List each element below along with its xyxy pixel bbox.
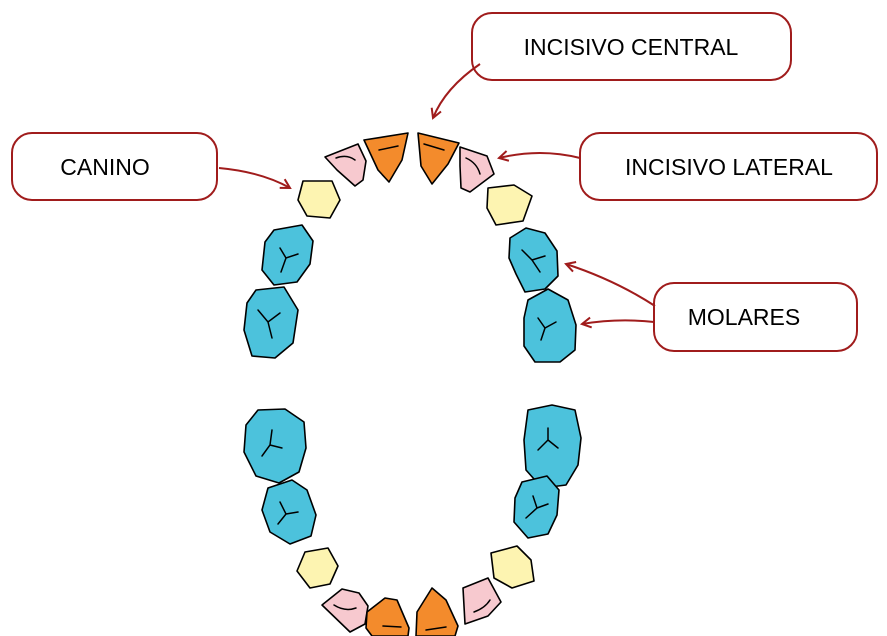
- lower-molar-left-1: [243, 408, 307, 484]
- canine-text: CANINO: [60, 154, 149, 180]
- central-incisor-arrow: [433, 63, 481, 118]
- canine-box: [11, 132, 218, 201]
- lower-canine-right: [490, 545, 535, 589]
- lateral-incisor-arrow: [499, 153, 581, 158]
- molars-arrow-lower: [582, 320, 655, 324]
- upper-lateral-incisor-left: [324, 143, 367, 187]
- molars-arrow-upper: [566, 264, 656, 307]
- label-central-incisor: INCISIVO CENTRAL: [433, 12, 792, 118]
- upper-arch: [243, 132, 577, 363]
- upper-central-incisor-right: [417, 132, 460, 185]
- upper-molar-right-1: [508, 227, 559, 293]
- lower-canine-left: [296, 547, 339, 589]
- lower-molar-right-2: [513, 475, 560, 539]
- upper-molar-left-1: [261, 224, 314, 286]
- molars-box: [653, 282, 858, 352]
- lower-lateral-incisor-right: [462, 577, 502, 625]
- lower-central-incisor-right: [415, 587, 459, 636]
- central-incisor-text: INCISIVO CENTRAL: [524, 34, 739, 60]
- label-canine: CANINO: [11, 132, 290, 201]
- lateral-incisor-box: [579, 132, 878, 201]
- label-lateral-incisor: INCISIVO LATERAL: [499, 132, 878, 201]
- label-molars: MOLARES: [566, 264, 858, 352]
- upper-canine-left: [297, 180, 341, 219]
- canine-arrow: [218, 167, 290, 188]
- lower-arch: [243, 404, 582, 636]
- molars-text: MOLARES: [688, 304, 800, 330]
- upper-molar-right-2: [523, 288, 577, 363]
- lower-molar-right-1: [523, 404, 582, 489]
- upper-central-incisor-left: [363, 132, 409, 183]
- lower-central-incisor-left: [365, 597, 410, 636]
- lateral-incisor-text: INCISIVO LATERAL: [625, 154, 833, 180]
- lower-lateral-incisor-left: [321, 588, 369, 633]
- upper-lateral-incisor-right: [459, 146, 495, 193]
- upper-molar-left-2: [243, 286, 299, 359]
- central-incisor-box: [471, 12, 792, 81]
- lower-molar-left-2: [261, 479, 317, 545]
- upper-canine-right: [486, 184, 533, 226]
